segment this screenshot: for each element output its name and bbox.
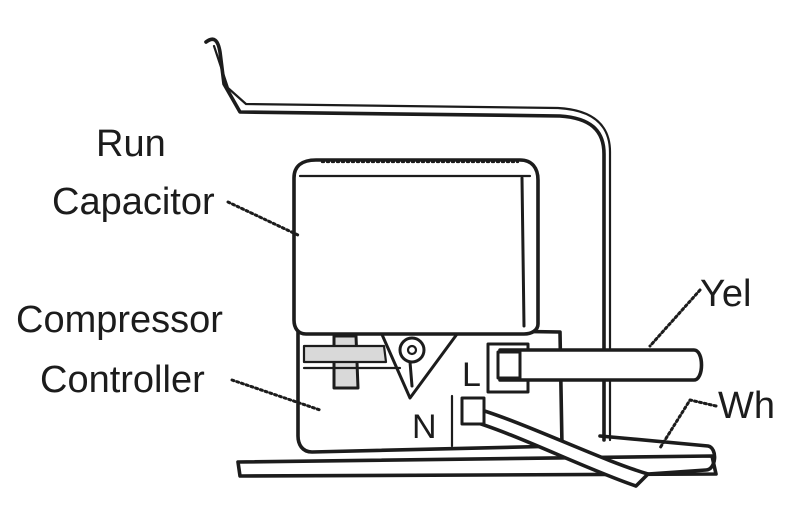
- ground-screw-icon: [400, 338, 424, 362]
- terminal-l-label: L: [462, 356, 481, 394]
- white-wire-terminal: [462, 398, 484, 424]
- label-wh: Wh: [718, 385, 775, 427]
- label-controller: Controller: [40, 359, 205, 401]
- label-capacitor: Capacitor: [52, 181, 215, 223]
- run-capacitor-side-edge: [522, 178, 524, 326]
- run-capacitor-leader: [228, 202, 300, 236]
- label-run: Run: [96, 123, 166, 165]
- yellow-wire: [500, 350, 702, 380]
- yellow-wire-leader: [650, 290, 700, 346]
- ground-screw-lead: [410, 362, 412, 386]
- run-capacitor-body: [294, 160, 538, 334]
- label-yel: Yel: [700, 273, 751, 315]
- controller-slot-1: [304, 346, 386, 362]
- terminal-n-label: N: [412, 408, 437, 446]
- label-compressor: Compressor: [16, 299, 223, 341]
- yellow-wire-connector: [498, 352, 520, 378]
